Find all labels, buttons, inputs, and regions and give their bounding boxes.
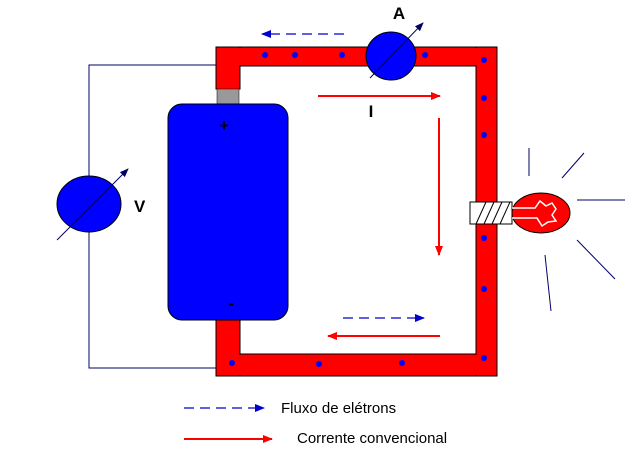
electron-dot: [481, 235, 487, 241]
electron-dots: [229, 52, 487, 367]
voltmeter-icon: [56, 168, 129, 241]
electron-dot: [262, 52, 268, 58]
electron-dot: [422, 52, 428, 58]
electron-dot: [481, 132, 487, 138]
electron-dot: [481, 355, 487, 361]
electron-dot: [481, 57, 487, 63]
electron-flow-arrows: [261, 30, 425, 322]
ammeter-icon: [365, 22, 424, 81]
legend-electron-flow: Fluxo de elétrons: [281, 400, 396, 417]
electron-dot: [481, 95, 487, 101]
circuit-wire: [215, 46, 498, 377]
voltmeter-circuit: [88, 64, 216, 369]
positive-terminal-label: +: [219, 116, 229, 135]
voltmeter-label: V: [134, 197, 146, 216]
battery-icon: + -: [167, 88, 289, 321]
negative-terminal-label: -: [228, 294, 234, 313]
electron-dot: [292, 52, 298, 58]
electron-dot: [339, 52, 345, 58]
electron-dot: [481, 286, 487, 292]
current-arrows: [318, 92, 443, 340]
legend: Fluxo de elétrons Corrente convencional: [184, 400, 447, 447]
legend-conventional-current: Corrente convencional: [297, 430, 447, 447]
electron-dot: [229, 360, 235, 366]
electron-dot: [399, 360, 405, 366]
electron-dot: [316, 361, 322, 367]
light-bulb-icon: [469, 148, 625, 312]
ammeter-label: A: [393, 4, 405, 23]
current-label: I: [369, 102, 374, 121]
